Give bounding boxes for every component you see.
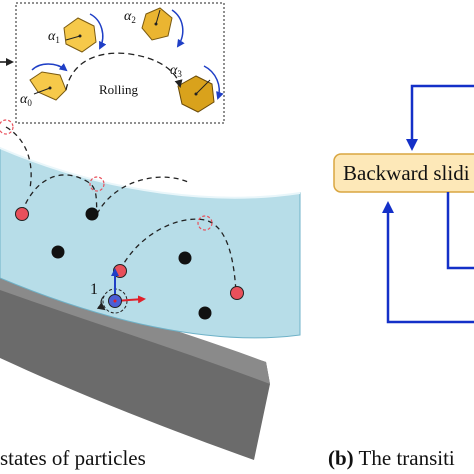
hexagon-3-center [194,92,198,96]
flow-loop-left [382,201,474,324]
substrate-slab [0,278,270,460]
backward-sliding-box [333,153,474,193]
rolling-path-arrow [65,52,183,91]
flow-inner-line [446,192,474,270]
trajectory-4 [119,218,237,293]
angle-label-2: α2 [124,9,136,25]
hexagon-3-spin-arrow [203,65,224,100]
hexagon-0-center [48,86,52,90]
black-particle-1 [85,207,99,221]
right-caption: (b) The transiti [328,446,455,471]
fluid-surface-highlight [0,147,301,199]
backward-sliding-label: Backward slidi [343,161,470,185]
rolling-label: Rolling [99,82,139,97]
rotation-arrow [96,295,106,311]
trajectory-3 [96,176,189,215]
angle-label-0: α0 [20,92,32,108]
angle-label-1: α1 [48,29,60,45]
red-particle-3 [230,286,244,300]
black-particle-2 [51,245,65,259]
hexagon-0 [29,71,67,101]
black-particle-4 [198,306,212,320]
hexagon-1-radius [65,35,81,41]
black-particle-3 [178,251,192,265]
trajectory-group [5,126,237,293]
ghost-particle-1 [0,119,14,135]
hexagon-3-radius [195,79,211,95]
hexagon-1-center [78,34,82,38]
right-caption-text: The transiti [353,446,455,470]
hexagon-0-spin-arrow [31,63,68,72]
axis-label: 1 [90,281,98,298]
hexagon-2-center [154,22,158,26]
right-caption-label: (b) [328,446,354,470]
red-particle-1 [15,207,29,221]
flowchart: Backward slidi [333,84,474,324]
hexagon-0-radius [33,87,51,95]
flow-loop-top [406,84,474,151]
blue-particle-center [113,299,117,303]
ghost-particle-2 [89,176,105,192]
left-caption: states of particles [0,446,146,470]
hexagon-2-radius [155,9,161,25]
hexagon-1-spin-arrow [89,13,107,50]
hexagon-2-spin-arrow [171,9,185,48]
trajectory-2 [21,174,98,215]
ghost-particle-3 [197,215,213,231]
trajectory-1 [5,126,32,189]
angle-label-3: α3 [170,63,182,79]
